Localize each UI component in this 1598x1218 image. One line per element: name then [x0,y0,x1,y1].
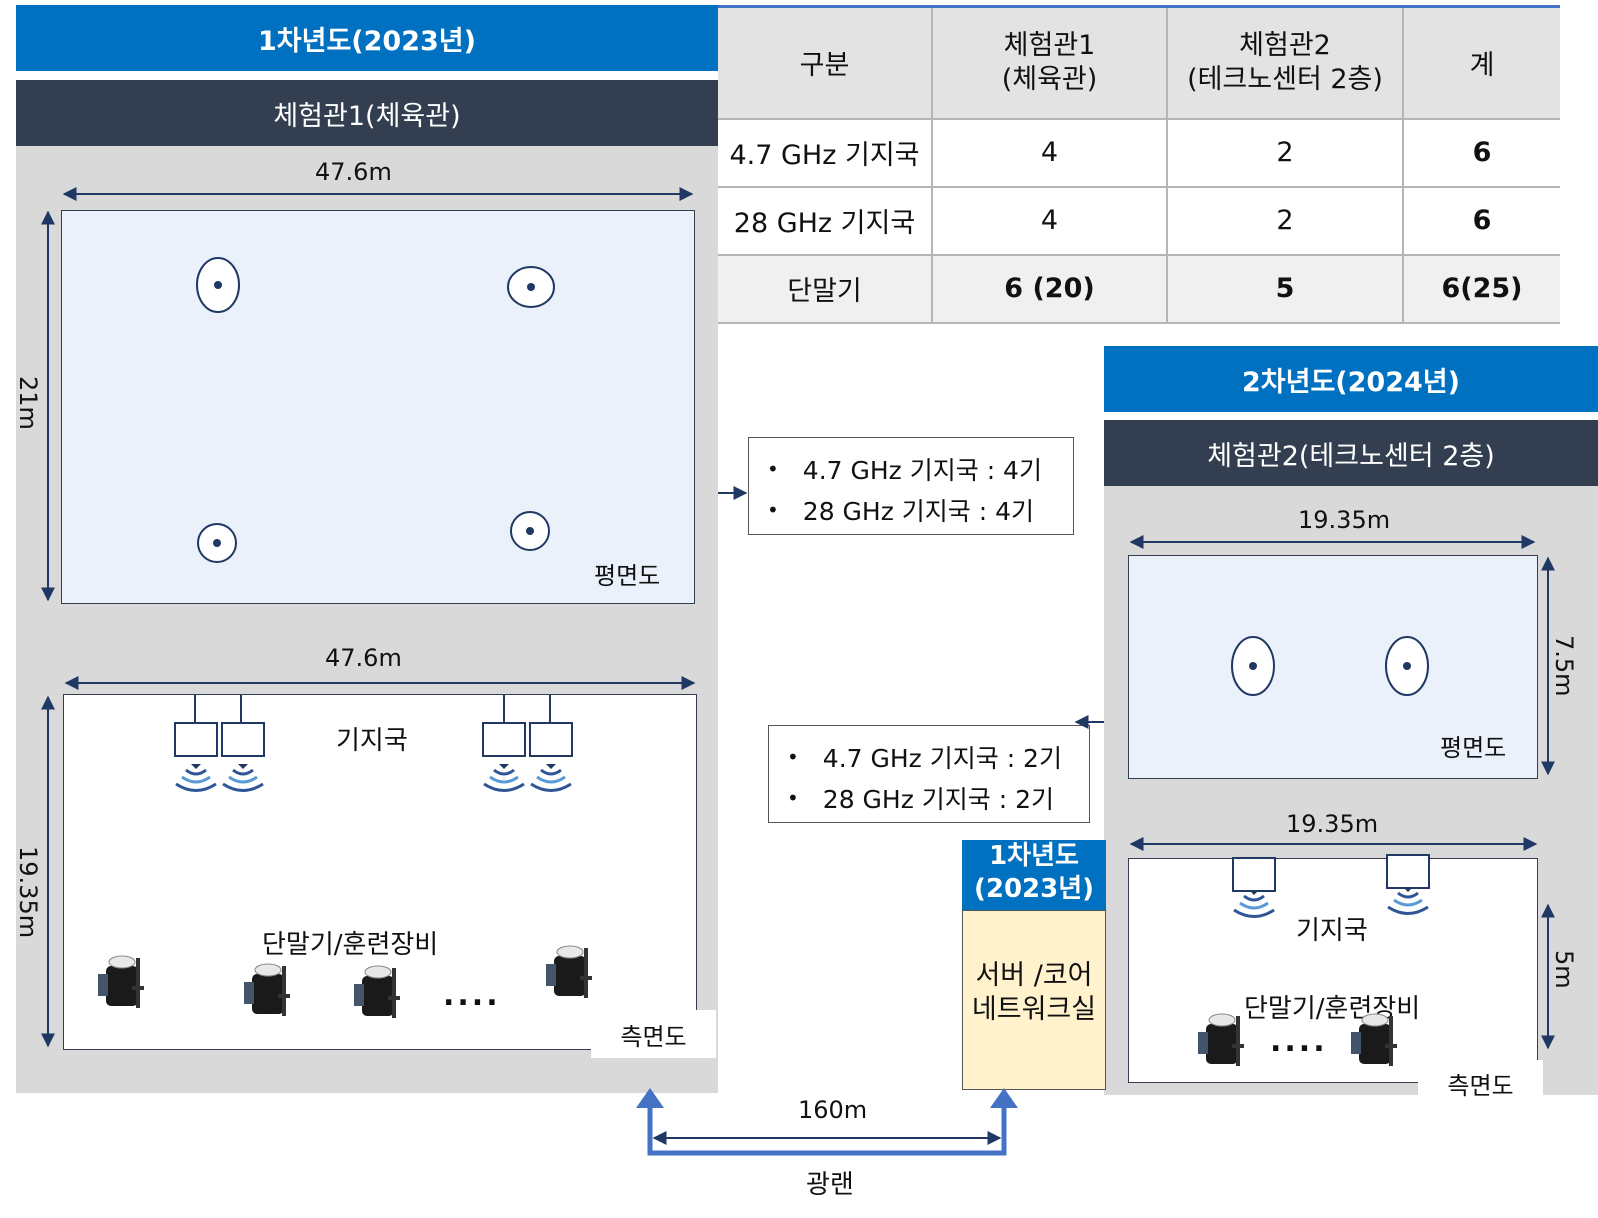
table-row: 단말기 6 (20) 5 6(25) [718,254,1560,324]
base-station-marker [197,523,237,563]
year2-section-width-label: 19.35m [1286,810,1379,838]
server-room-year-label: 1차년도 (2023년) [962,840,1106,910]
server-room: 서버 /코어 네트워크실 [962,910,1106,1090]
year1-base-station-label: 기지국 [336,726,408,756]
header-hall2: 체험관2 (테크노센터 2층) [1167,6,1404,120]
year2-plan-caption: 평면도 [1440,734,1507,762]
table-cell: 4 [932,118,1168,188]
year2-hall-title: 체험관2(테크노센터 2층) [1104,420,1598,486]
year2-floor-plan [1128,555,1538,779]
terminal-device-icon [353,965,401,1019]
terminal-device-icon [97,955,145,1009]
year1-terminal-label: 단말기/훈련장비 [262,930,439,960]
terminal-device-icon [1350,1013,1398,1067]
year1-section-caption: 측면도 [591,1010,716,1058]
fiber-link-arrowhead [990,1088,1018,1108]
year2-base-station-label: 기지국 [1296,916,1368,946]
table-row: 28 GHz 기지국 4 2 6 [718,186,1560,256]
year1-section-width-label: 47.6m [325,644,402,672]
table-cell-total: 6 [1403,118,1560,188]
terminal-device-icon [243,963,291,1017]
ceiling-base-station [1232,857,1276,918]
table-cell: 5 [1167,254,1404,324]
table-cell: 2 [1167,118,1404,188]
header-total: 계 [1403,6,1560,120]
base-station-marker [507,266,555,308]
year1-ellipsis: .... [443,978,501,1013]
table-cell: 6 (20) [932,254,1168,324]
row-label: 4.7 GHz 기지국 [718,118,933,188]
year1-floor-plan [61,210,695,604]
table-cell: 2 [1167,186,1404,256]
year2-equipment-item: 4.7 GHz 기지국 : 2기 [787,736,1071,777]
table-cell-total: 6 [1403,186,1560,256]
table-header-row: 구분 체험관1 (체육관) 체험관2 (테크노센터 2층) 계 [718,6,1560,120]
ceiling-base-station [1386,854,1430,915]
base-station-marker [510,511,550,551]
table-row: 4.7 GHz 기지국 4 2 6 [718,118,1560,188]
year1-equipment-item: 4.7 GHz 기지국 : 4기 [767,448,1055,489]
table-cell: 4 [932,186,1168,256]
base-station-marker [1385,636,1429,696]
table-cell-total: 6(25) [1403,254,1560,324]
header-category: 구분 [718,6,933,120]
year2-section-caption: 측면도 [1418,1060,1543,1106]
fiber-link-arrowhead [636,1088,664,1108]
header-hall1: 체험관1 (체육관) [932,6,1168,120]
year1-plan-width-label: 47.6m [315,158,392,186]
link-medium-label: 광랜 [806,1170,854,1200]
base-station-marker [196,257,240,313]
year2-banner: 2차년도(2024년) [1104,346,1598,412]
year1-hall-title: 체험관1(체육관) [16,80,718,146]
year2-equipment-box: 4.7 GHz 기지국 : 2기 28 GHz 기지국 : 2기 [768,725,1090,823]
year1-section-height-label: 19.35m [14,846,42,939]
year1-equipment-item: 28 GHz 기지국 : 4기 [767,489,1055,530]
year1-plan-caption: 평면도 [594,562,661,590]
fiber-link-path [647,1096,1007,1156]
base-station-marker [1231,636,1275,696]
row-label: 단말기 [718,254,933,324]
row-label: 28 GHz 기지국 [718,186,933,256]
year2-equipment-item: 28 GHz 기지국 : 2기 [787,777,1071,818]
terminal-device-icon [545,945,593,999]
spec-table: 구분 체험관1 (체육관) 체험관2 (테크노센터 2층) 계 4.7 GHz … [718,5,1560,324]
ceiling-base-station [174,695,265,792]
year1-banner: 1차년도(2023년) [16,5,718,71]
year2-side-section [1128,858,1538,1083]
ceiling-base-station [482,695,573,792]
year2-plan-width-label: 19.35m [1298,506,1391,534]
link-distance-label: 160m [798,1096,868,1124]
terminal-device-icon [1197,1013,1245,1067]
year2-ellipsis: .... [1270,1024,1328,1059]
year1-plan-depth-label: 21m [14,376,42,430]
year1-equipment-box: 4.7 GHz 기지국 : 4기 28 GHz 기지국 : 4기 [748,437,1074,535]
